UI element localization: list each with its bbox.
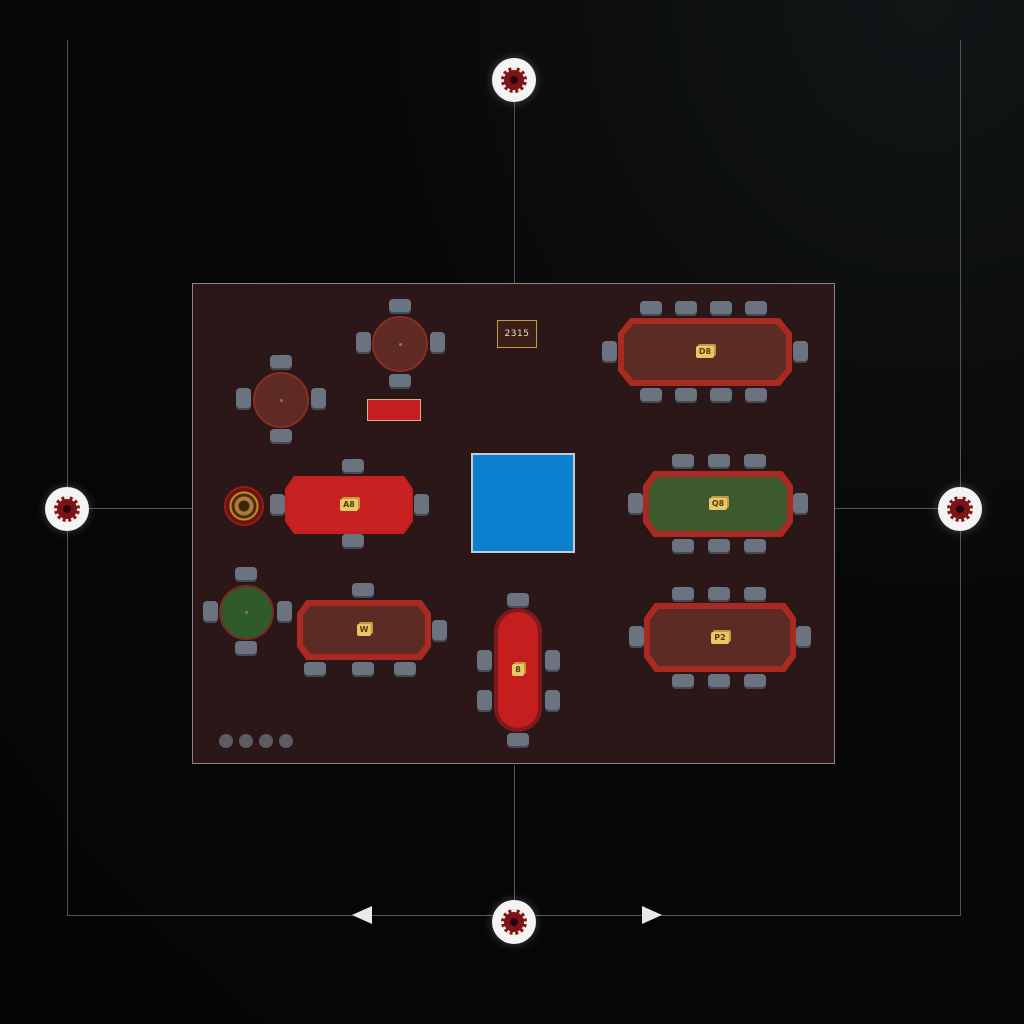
seat[interactable] xyxy=(628,493,643,515)
seat[interactable] xyxy=(270,429,292,444)
seat[interactable] xyxy=(545,650,560,672)
red-table-middle-left[interactable]: A8 xyxy=(285,476,413,534)
seat[interactable] xyxy=(342,459,364,474)
poker-table-bottom-right[interactable]: P2 xyxy=(644,603,796,672)
chip-icon xyxy=(54,496,80,522)
seat[interactable] xyxy=(793,493,808,515)
seat[interactable] xyxy=(672,587,694,602)
seat[interactable] xyxy=(744,674,766,689)
page-dot-1[interactable] xyxy=(219,734,233,748)
arrow-left-icon[interactable] xyxy=(352,906,372,924)
seat[interactable] xyxy=(235,567,257,582)
seat[interactable] xyxy=(203,601,218,623)
seat[interactable] xyxy=(708,539,730,554)
seat[interactable] xyxy=(793,341,808,363)
chip-icon xyxy=(501,67,527,93)
seat[interactable] xyxy=(640,301,662,316)
seat[interactable] xyxy=(236,388,251,410)
seat[interactable] xyxy=(304,662,326,677)
seat[interactable] xyxy=(414,494,429,516)
seat[interactable] xyxy=(710,301,732,316)
seat[interactable] xyxy=(311,388,326,410)
seat[interactable] xyxy=(744,454,766,469)
wire-bottom xyxy=(514,765,515,900)
wire-frame-right xyxy=(960,40,961,915)
seat[interactable] xyxy=(672,674,694,689)
arrow-right-icon[interactable] xyxy=(642,906,662,924)
seat[interactable] xyxy=(545,690,560,712)
seat[interactable] xyxy=(672,454,694,469)
seat[interactable] xyxy=(507,733,529,748)
seat[interactable] xyxy=(675,301,697,316)
poker-table-green[interactable]: Q8 xyxy=(643,471,793,537)
seat[interactable] xyxy=(796,626,811,648)
seat[interactable] xyxy=(342,534,364,549)
card-stack: W xyxy=(356,624,372,636)
seat[interactable] xyxy=(507,593,529,608)
seat[interactable] xyxy=(672,539,694,554)
seat[interactable] xyxy=(745,301,767,316)
seat[interactable] xyxy=(277,601,292,623)
seat[interactable] xyxy=(352,662,374,677)
seat[interactable] xyxy=(356,332,371,354)
map-node-right[interactable] xyxy=(938,487,982,531)
seat[interactable] xyxy=(745,388,767,403)
seat[interactable] xyxy=(629,626,644,648)
seat[interactable] xyxy=(477,690,492,712)
card-stack: 8 xyxy=(512,664,524,676)
wire-left xyxy=(88,508,192,509)
roulette-wheel[interactable] xyxy=(224,486,264,526)
seat[interactable] xyxy=(394,662,416,677)
chip-icon xyxy=(947,496,973,522)
card-stack: P2 xyxy=(711,631,729,644)
seat[interactable] xyxy=(675,388,697,403)
seat[interactable] xyxy=(708,454,730,469)
card-stack: D8 xyxy=(695,346,715,358)
brown-table-bottom-left[interactable]: W xyxy=(297,600,431,660)
seat[interactable] xyxy=(640,388,662,403)
page-dot-4[interactable] xyxy=(279,734,293,748)
round-table-green[interactable] xyxy=(219,585,274,640)
wire-top xyxy=(514,102,515,283)
map-node-bottom[interactable] xyxy=(492,900,536,944)
wire-right xyxy=(835,508,939,509)
page-dot-2[interactable] xyxy=(239,734,253,748)
seat[interactable] xyxy=(352,583,374,598)
seat[interactable] xyxy=(602,341,617,363)
page-dot-3[interactable] xyxy=(259,734,273,748)
seat[interactable] xyxy=(708,674,730,689)
seat[interactable] xyxy=(270,355,292,370)
seat[interactable] xyxy=(430,332,445,354)
seat[interactable] xyxy=(744,587,766,602)
wire-frame-left xyxy=(67,40,68,915)
seat[interactable] xyxy=(710,388,732,403)
seat[interactable] xyxy=(270,494,285,516)
seat[interactable] xyxy=(708,587,730,602)
seat[interactable] xyxy=(389,374,411,389)
card-stack: Q8 xyxy=(708,498,728,510)
floor-sign: 2315 xyxy=(497,320,537,348)
card-stack: A8 xyxy=(340,499,358,511)
map-node-top[interactable] xyxy=(492,58,536,102)
seat[interactable] xyxy=(744,539,766,554)
blue-zone[interactable] xyxy=(471,453,575,553)
round-table-upper-center[interactable] xyxy=(372,316,428,372)
poker-table-top-right[interactable]: D8 xyxy=(618,318,792,386)
seat[interactable] xyxy=(235,641,257,656)
seat[interactable] xyxy=(389,299,411,314)
seat[interactable] xyxy=(432,620,447,642)
red-table-center-vertical[interactable]: 8 xyxy=(494,608,542,732)
chip-icon xyxy=(501,909,527,935)
round-table-upper-left[interactable] xyxy=(253,372,309,428)
map-node-left[interactable] xyxy=(45,487,89,531)
seat[interactable] xyxy=(477,650,492,672)
red-counter[interactable] xyxy=(367,399,421,421)
